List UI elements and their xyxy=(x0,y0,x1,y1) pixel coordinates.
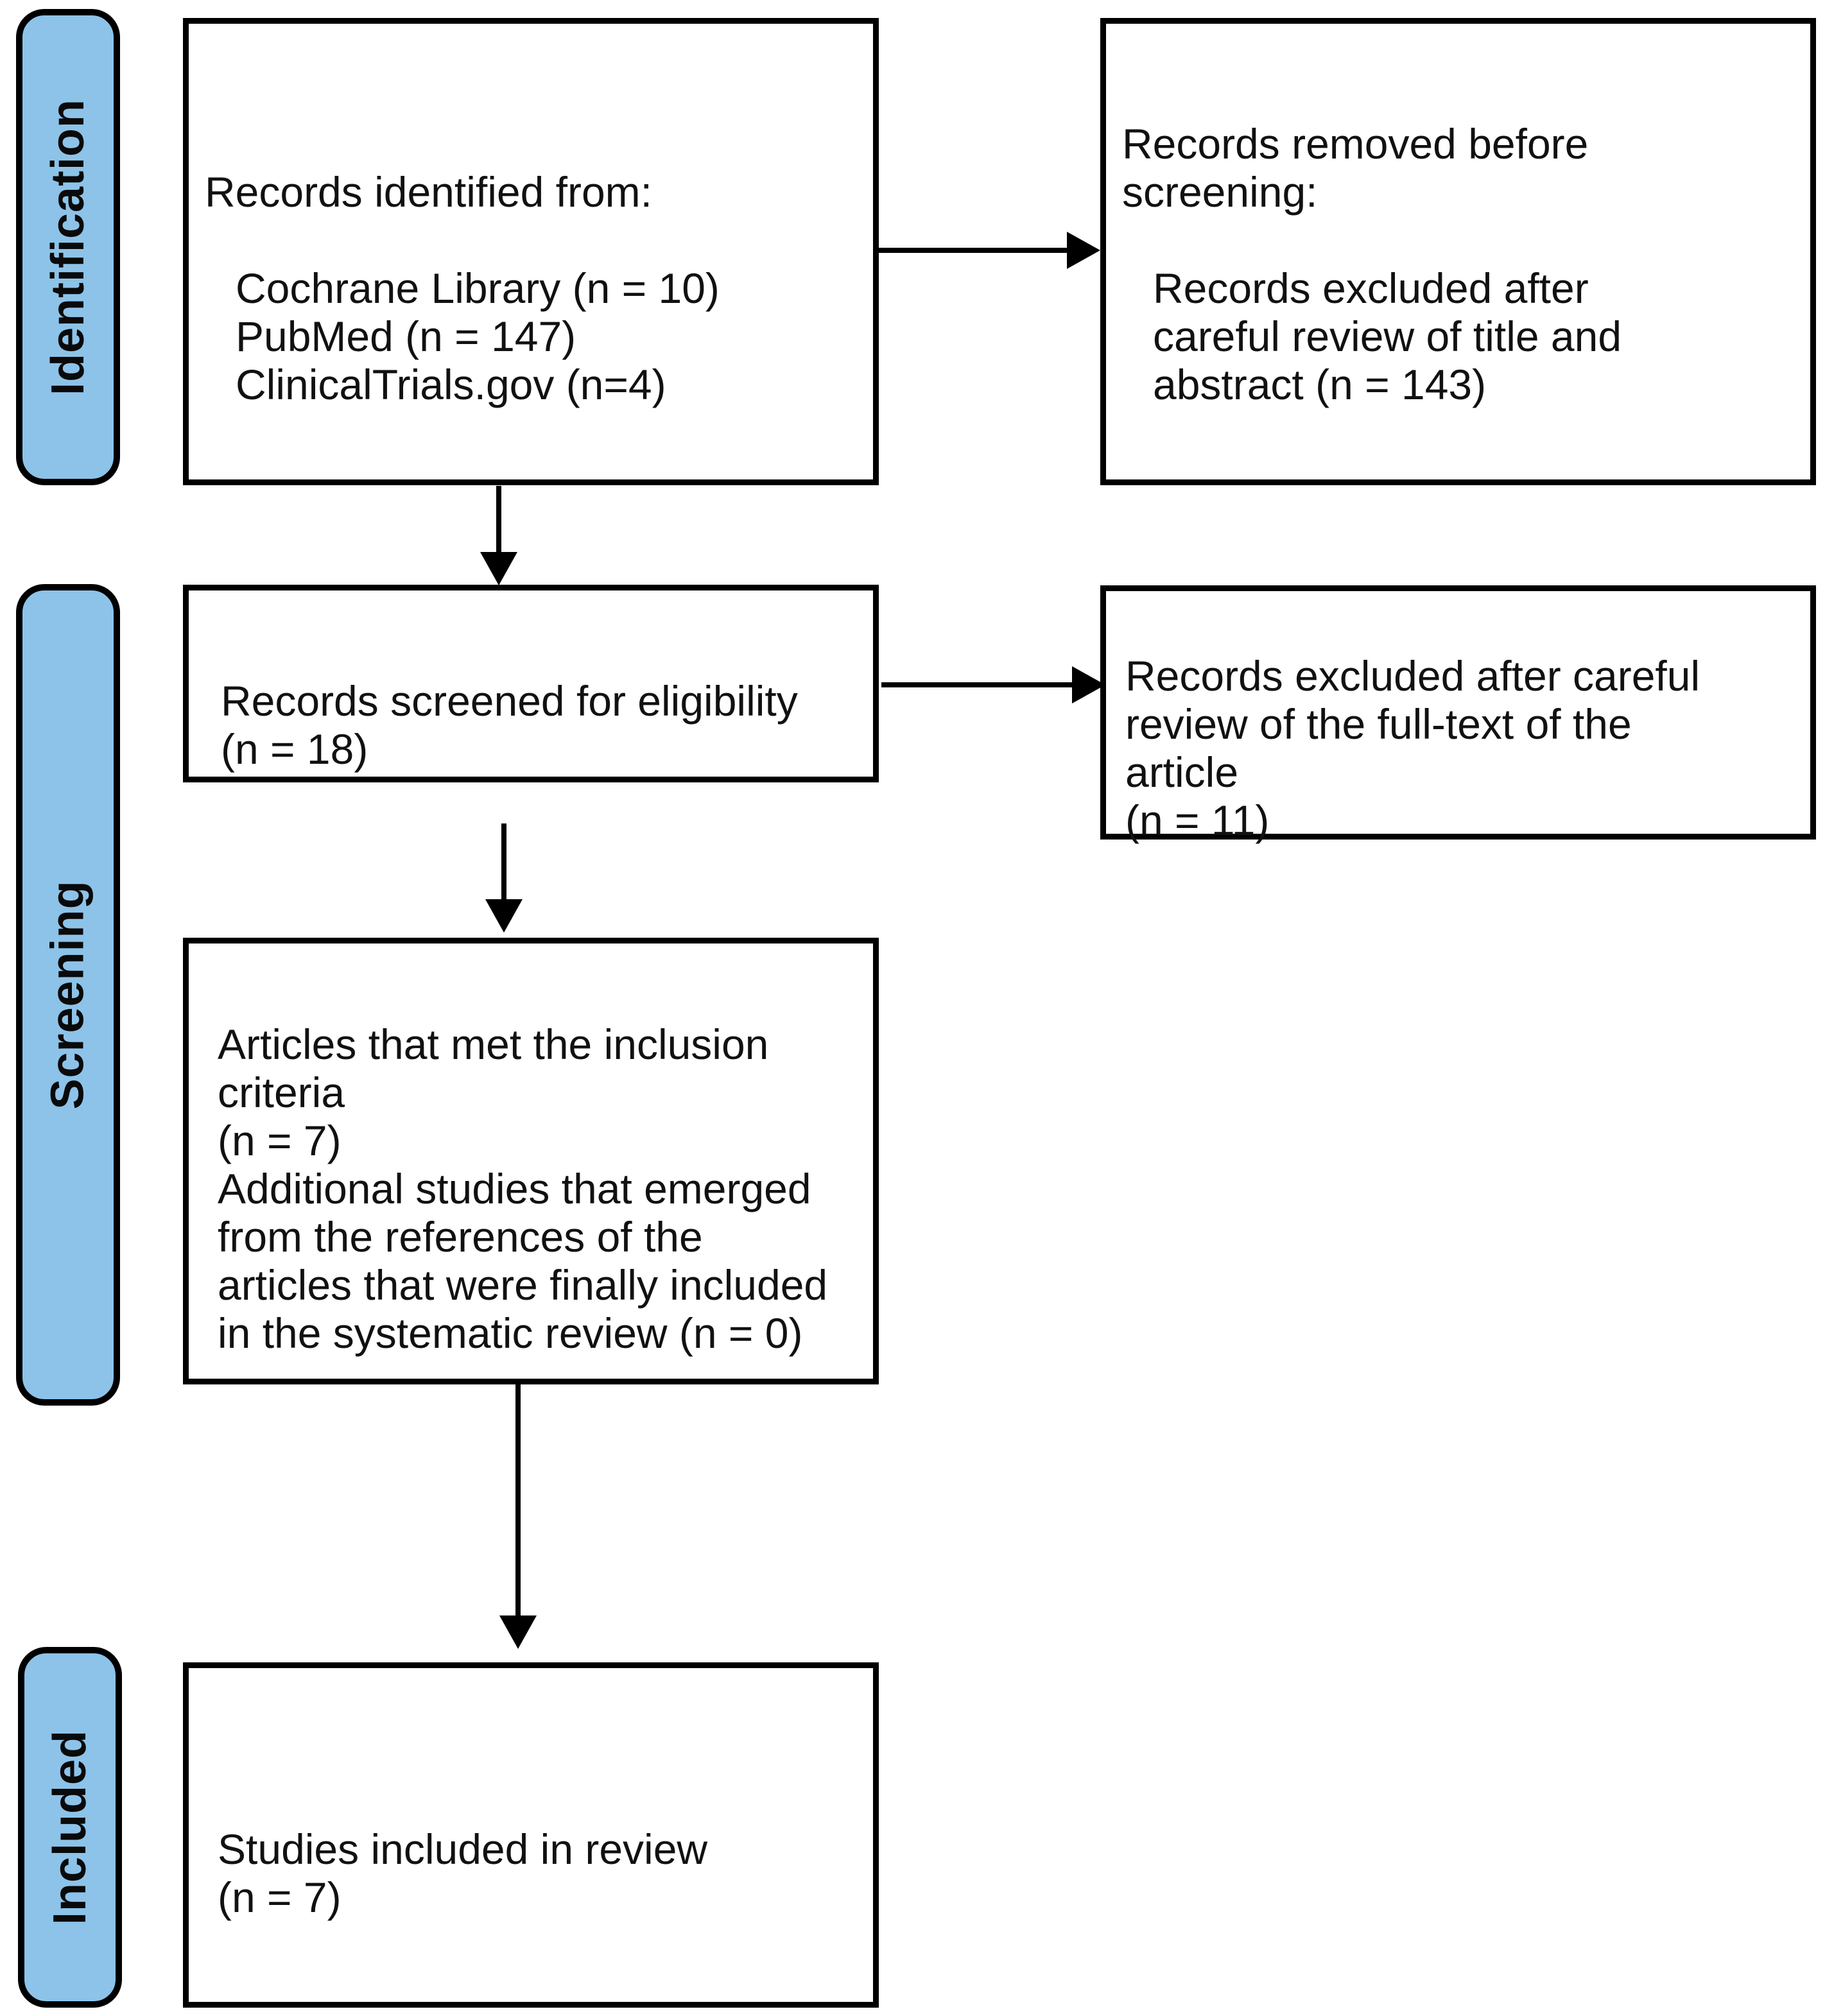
arrowhead-down-icon xyxy=(485,899,523,933)
connector-screened-to-excluded xyxy=(881,666,1105,703)
box-records-removed-heading: Records removed before screening: xyxy=(1122,120,1589,216)
stage-label-included: Included xyxy=(18,1647,122,2008)
arrow-shaft xyxy=(496,486,501,552)
box-studies-included: Studies included in review (n = 7) xyxy=(183,1662,879,2008)
arrowhead-right-icon xyxy=(1067,232,1100,269)
box-records-excluded-fulltext-text: Records excluded after careful review of… xyxy=(1125,652,1700,844)
box-records-identified-sources: Cochrane Library (n = 10) PubMed (n = 14… xyxy=(236,264,720,408)
box-studies-included-text: Studies included in review (n = 7) xyxy=(218,1825,708,1921)
stage-label-identification-text: Identification xyxy=(42,99,94,395)
box-records-identified-heading: Records identified from: xyxy=(205,168,652,216)
arrow-shaft xyxy=(515,1384,521,1615)
box-records-screened-text: Records screened for eligibility (n = 18… xyxy=(221,677,798,773)
box-articles-met-criteria-text: Articles that met the inclusion criteria… xyxy=(218,1021,828,1357)
connector-identified-to-screened xyxy=(480,486,517,585)
box-records-removed-reason: Records excluded after careful review of… xyxy=(1153,264,1622,408)
arrowhead-down-icon xyxy=(480,552,517,585)
stage-label-identification: Identification xyxy=(16,9,120,485)
connector-screened-to-articles xyxy=(485,823,523,933)
box-records-screened: Records screened for eligibility (n = 18… xyxy=(183,585,879,782)
arrow-shaft xyxy=(881,682,1072,687)
stage-label-included-text: Included xyxy=(44,1729,96,1926)
box-records-identified: Records identified from: Cochrane Librar… xyxy=(183,18,879,485)
arrowhead-down-icon xyxy=(499,1615,537,1649)
box-articles-met-criteria: Articles that met the inclusion criteria… xyxy=(183,938,879,1384)
stage-label-screening-text: Screening xyxy=(42,880,94,1110)
connector-articles-to-included xyxy=(499,1384,537,1649)
arrowhead-right-icon xyxy=(1072,666,1105,703)
box-records-excluded-fulltext: Records excluded after careful review of… xyxy=(1100,585,1816,844)
stage-label-screening: Screening xyxy=(16,584,120,1406)
arrow-shaft xyxy=(501,823,506,899)
connector-identified-to-removed xyxy=(879,232,1100,269)
box-records-removed-before-screening: Records removed before screening: Record… xyxy=(1100,18,1816,485)
arrow-shaft xyxy=(879,248,1067,253)
